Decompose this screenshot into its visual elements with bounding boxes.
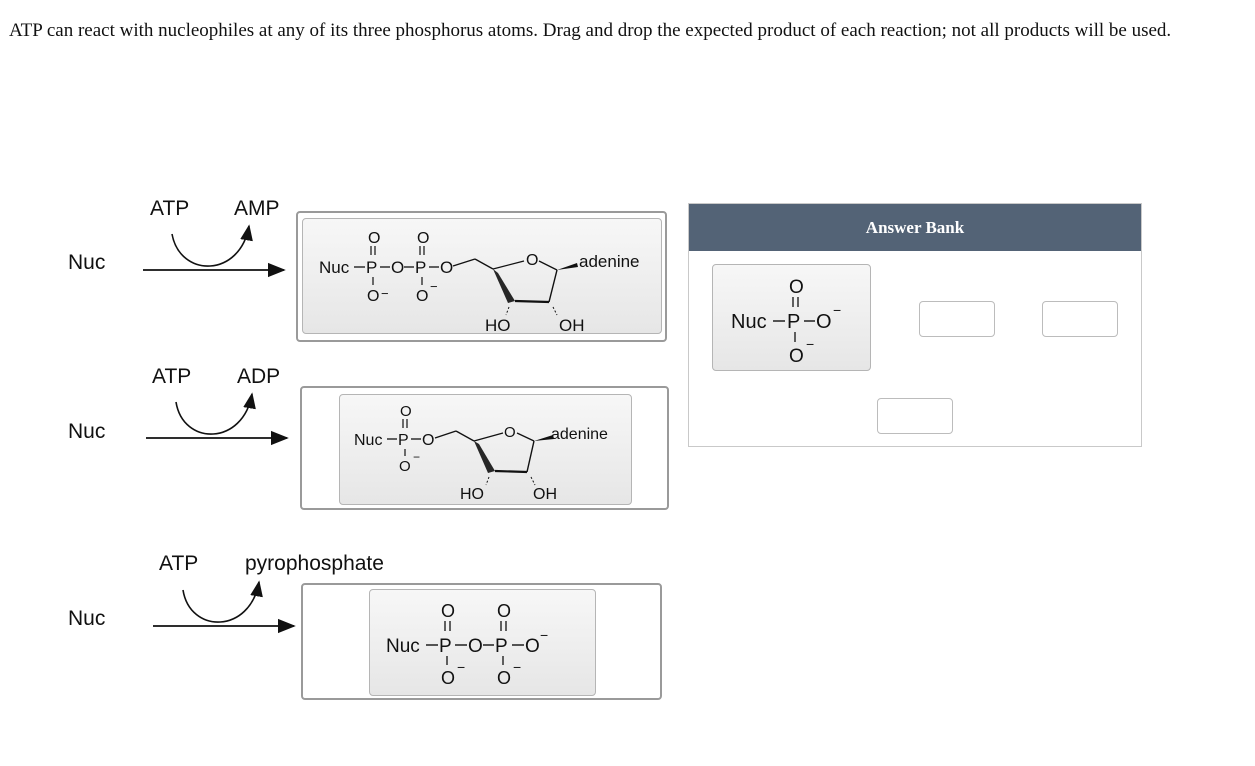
- nuc-label: Nuc: [354, 432, 382, 449]
- charge-2: −: [513, 659, 521, 675]
- answer-slot-empty-2[interactable]: [1042, 301, 1118, 337]
- drop-zone-reaction-2[interactable]: Nuc P O O O − O adenine HO OH: [300, 386, 669, 510]
- answer-bank: Answer Bank Nuc P O − O O −: [688, 203, 1142, 447]
- charge-1: −: [457, 659, 465, 675]
- p-label-1: P: [439, 636, 452, 657]
- nuc-label: Nuc: [731, 311, 767, 333]
- p-label-1: P: [366, 258, 377, 277]
- ring-oxygen: O: [526, 252, 538, 269]
- ho-label: HO: [460, 486, 484, 503]
- o-bottom: O: [789, 346, 804, 367]
- reaction-1-byproduct: AMP: [234, 197, 280, 220]
- answer-bank-title: Answer Bank: [689, 204, 1141, 251]
- reaction-2-nucleophile: Nuc: [68, 420, 106, 443]
- ho-label: HO: [485, 316, 511, 335]
- o-label-terminal: O: [525, 636, 540, 657]
- o-bottom-1: O: [367, 288, 379, 305]
- o-bottom-2: O: [497, 668, 511, 688]
- reaction-1-reagent: ATP: [150, 197, 190, 220]
- reaction-3-reagent: ATP: [159, 552, 199, 575]
- reaction-1-nucleophile: Nuc: [68, 251, 106, 274]
- nuc-label: Nuc: [319, 258, 350, 277]
- charge-2: −: [430, 279, 438, 294]
- answer-slot-empty-1[interactable]: [919, 301, 995, 337]
- o-top-1: O: [368, 230, 380, 247]
- charge-terminal: −: [833, 302, 841, 318]
- o-label-terminal: O: [816, 311, 832, 333]
- oh-label: OH: [559, 316, 585, 335]
- question-prompt: ATP can react with nucleophiles at any o…: [9, 20, 1172, 41]
- product-tile-nuc-adp[interactable]: Nuc P O P O O O O − O −: [302, 218, 662, 335]
- reaction-2-reagent: ATP: [152, 365, 192, 388]
- o-top-2: O: [417, 230, 429, 247]
- o-top: O: [789, 277, 804, 298]
- p-label: P: [787, 311, 800, 333]
- nuc-label: Nuc: [386, 636, 420, 657]
- o-top-1: O: [441, 601, 455, 621]
- o-label-bridge-2: O: [440, 258, 453, 277]
- ring-oxygen: O: [504, 424, 516, 441]
- o-bottom-1: O: [441, 668, 455, 688]
- answer-tile-nuc-phosphate[interactable]: Nuc P O − O O −: [712, 264, 871, 371]
- o-bottom-2: O: [416, 288, 428, 305]
- charge-terminal: −: [540, 627, 548, 643]
- adenine-label: adenine: [579, 252, 640, 271]
- adenine-label: adenine: [551, 426, 608, 443]
- charge-bottom: −: [806, 336, 814, 352]
- reaction-3-nucleophile: Nuc: [68, 607, 106, 630]
- p-label: P: [398, 432, 409, 449]
- reaction-3-arrow: [153, 580, 296, 634]
- drop-zone-reaction-1[interactable]: Nuc P O P O O O O − O −: [296, 211, 667, 342]
- charge-1: −: [381, 286, 389, 301]
- o-bottom: O: [399, 458, 411, 475]
- o-top: O: [400, 403, 412, 420]
- product-tile-nuc-pyrophosphate[interactable]: Nuc P O P O − O O O − O −: [369, 589, 596, 696]
- drop-zone-reaction-3[interactable]: Nuc P O P O − O O O − O −: [301, 583, 662, 700]
- charge: −: [413, 450, 420, 464]
- o-top-2: O: [497, 601, 511, 621]
- o-label-bridge: O: [468, 636, 483, 657]
- reaction-3-byproduct: pyrophosphate: [245, 552, 384, 575]
- reaction-1-arrow: [143, 224, 286, 278]
- o-label-bridge: O: [422, 432, 434, 449]
- product-tile-nuc-amp[interactable]: Nuc P O O O − O adenine HO OH: [339, 394, 632, 505]
- o-label-bridge-1: O: [391, 258, 404, 277]
- reaction-2-arrow: [146, 392, 289, 446]
- oh-label: OH: [533, 486, 557, 503]
- reaction-2-byproduct: ADP: [237, 365, 281, 388]
- p-label-2: P: [495, 636, 508, 657]
- p-label-2: P: [415, 258, 426, 277]
- answer-slot-empty-3[interactable]: [877, 398, 953, 434]
